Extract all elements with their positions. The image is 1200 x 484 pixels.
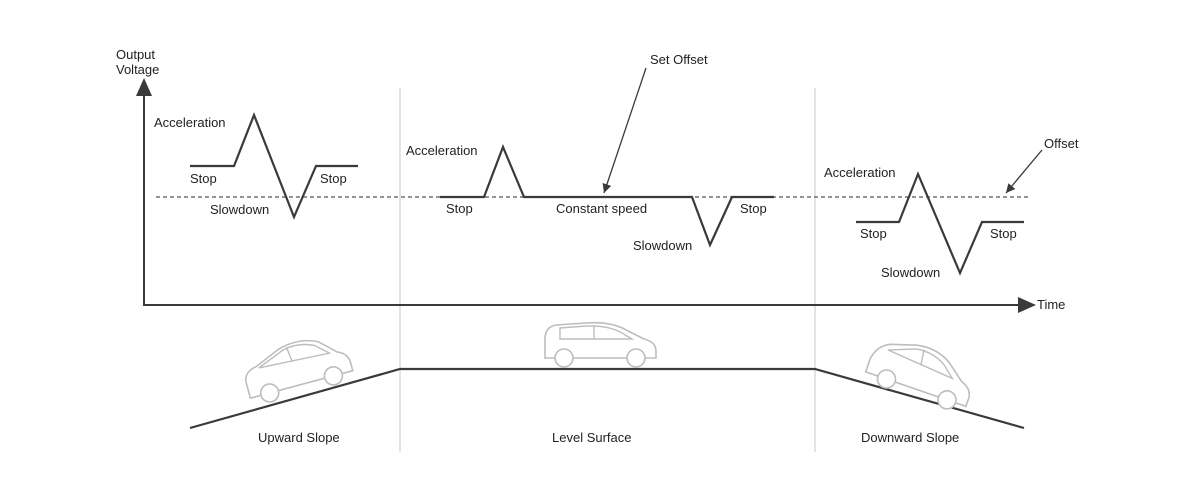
level-waveform xyxy=(440,144,774,248)
offset-label: Offset xyxy=(1044,136,1079,151)
car-upward-icon xyxy=(244,339,354,403)
level-acceleration-label: Acceleration xyxy=(406,143,478,158)
set-offset-pointer xyxy=(602,67,647,194)
car-downward-icon xyxy=(864,343,971,410)
upward-acceleration-label: Acceleration xyxy=(154,115,226,130)
level-stop-right-label: Stop xyxy=(740,201,767,216)
caption-level-surface: Level Surface xyxy=(552,430,632,445)
car-level-icon xyxy=(544,321,657,368)
level-slowdown-label: Slowdown xyxy=(633,238,692,253)
downward-stop-right-label: Stop xyxy=(990,226,1017,241)
downward-waveform xyxy=(856,171,1024,276)
level-constant-speed-label: Constant speed xyxy=(556,201,647,216)
upward-waveform xyxy=(190,111,358,220)
downward-acceleration-label: Acceleration xyxy=(824,165,896,180)
ground-profile xyxy=(189,367,1025,430)
upward-stop-left-label: Stop xyxy=(190,171,217,186)
y-axis-label-line2: Voltage xyxy=(116,62,159,77)
caption-downward-slope: Downward Slope xyxy=(861,430,959,445)
upward-slowdown-label: Slowdown xyxy=(210,202,269,217)
upward-stop-right-label: Stop xyxy=(320,171,347,186)
downward-slowdown-label: Slowdown xyxy=(881,265,940,280)
caption-upward-slope: Upward Slope xyxy=(258,430,340,445)
downward-stop-left-label: Stop xyxy=(860,226,887,241)
set-offset-label: Set Offset xyxy=(650,52,708,67)
offset-pointer xyxy=(1005,149,1043,194)
level-stop-left-label: Stop xyxy=(446,201,473,216)
y-axis-label-line1: Output xyxy=(116,47,155,62)
x-axis-label: Time xyxy=(1037,297,1065,312)
